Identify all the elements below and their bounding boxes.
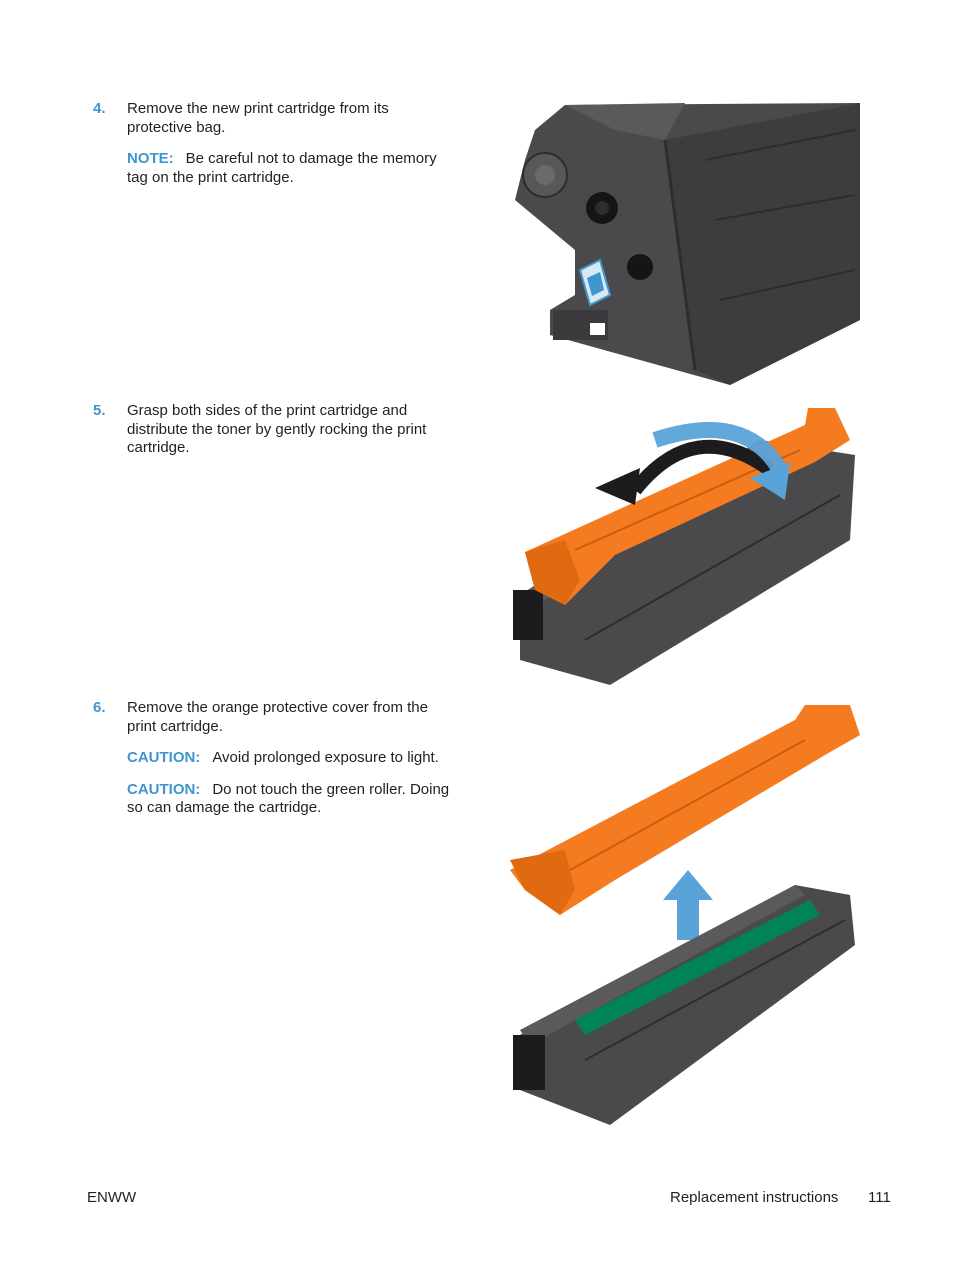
caution: CAUTION: Avoid prolonged exposure to ligh… [127,749,453,768]
rocking-arrow-icon [595,422,790,505]
step-number: 6. [93,699,106,716]
caution-label: CAUTION: [127,780,201,798]
step-5: 5. Grasp both sides of the print cartrid… [93,402,453,471]
lift-arrow-icon [663,870,713,940]
step-number: 4. [93,100,106,117]
note-label: NOTE: [127,150,174,167]
caution-text: Do not touch the green roller. Doing so … [127,780,450,817]
step-4: 4. Remove the new print cartridge from i… [93,100,453,200]
step-text: Grasp both sides of the print cartridge … [127,402,427,456]
rocking-cartridge-illustration [513,408,855,685]
step-text: Remove the orange protective cover from … [127,699,428,735]
footer-section: Replacement instructions [670,1189,839,1206]
footer-left: ENWW [87,1189,137,1206]
step-number: 5. [93,402,106,419]
caution-label: CAUTION: [127,749,201,766]
cartridge-end-illustration [515,103,860,385]
caution: CAUTION:Do not touch the green roller. D… [127,781,453,818]
step-6: 6. Remove the orange protective cover fr… [93,699,453,831]
remove-cover-illustration [510,705,860,1125]
memory-tag-icon [578,258,612,307]
page-number: 111 [868,1189,891,1206]
caution-text: Avoid prolonged exposure to light. [212,749,439,766]
green-roller [575,900,820,1035]
note: NOTE:Be careful not to damage the memory… [127,150,453,187]
step-text: Remove the new print cartridge from its … [127,100,389,136]
note-text: Be careful not to damage the memory tag … [127,150,437,186]
